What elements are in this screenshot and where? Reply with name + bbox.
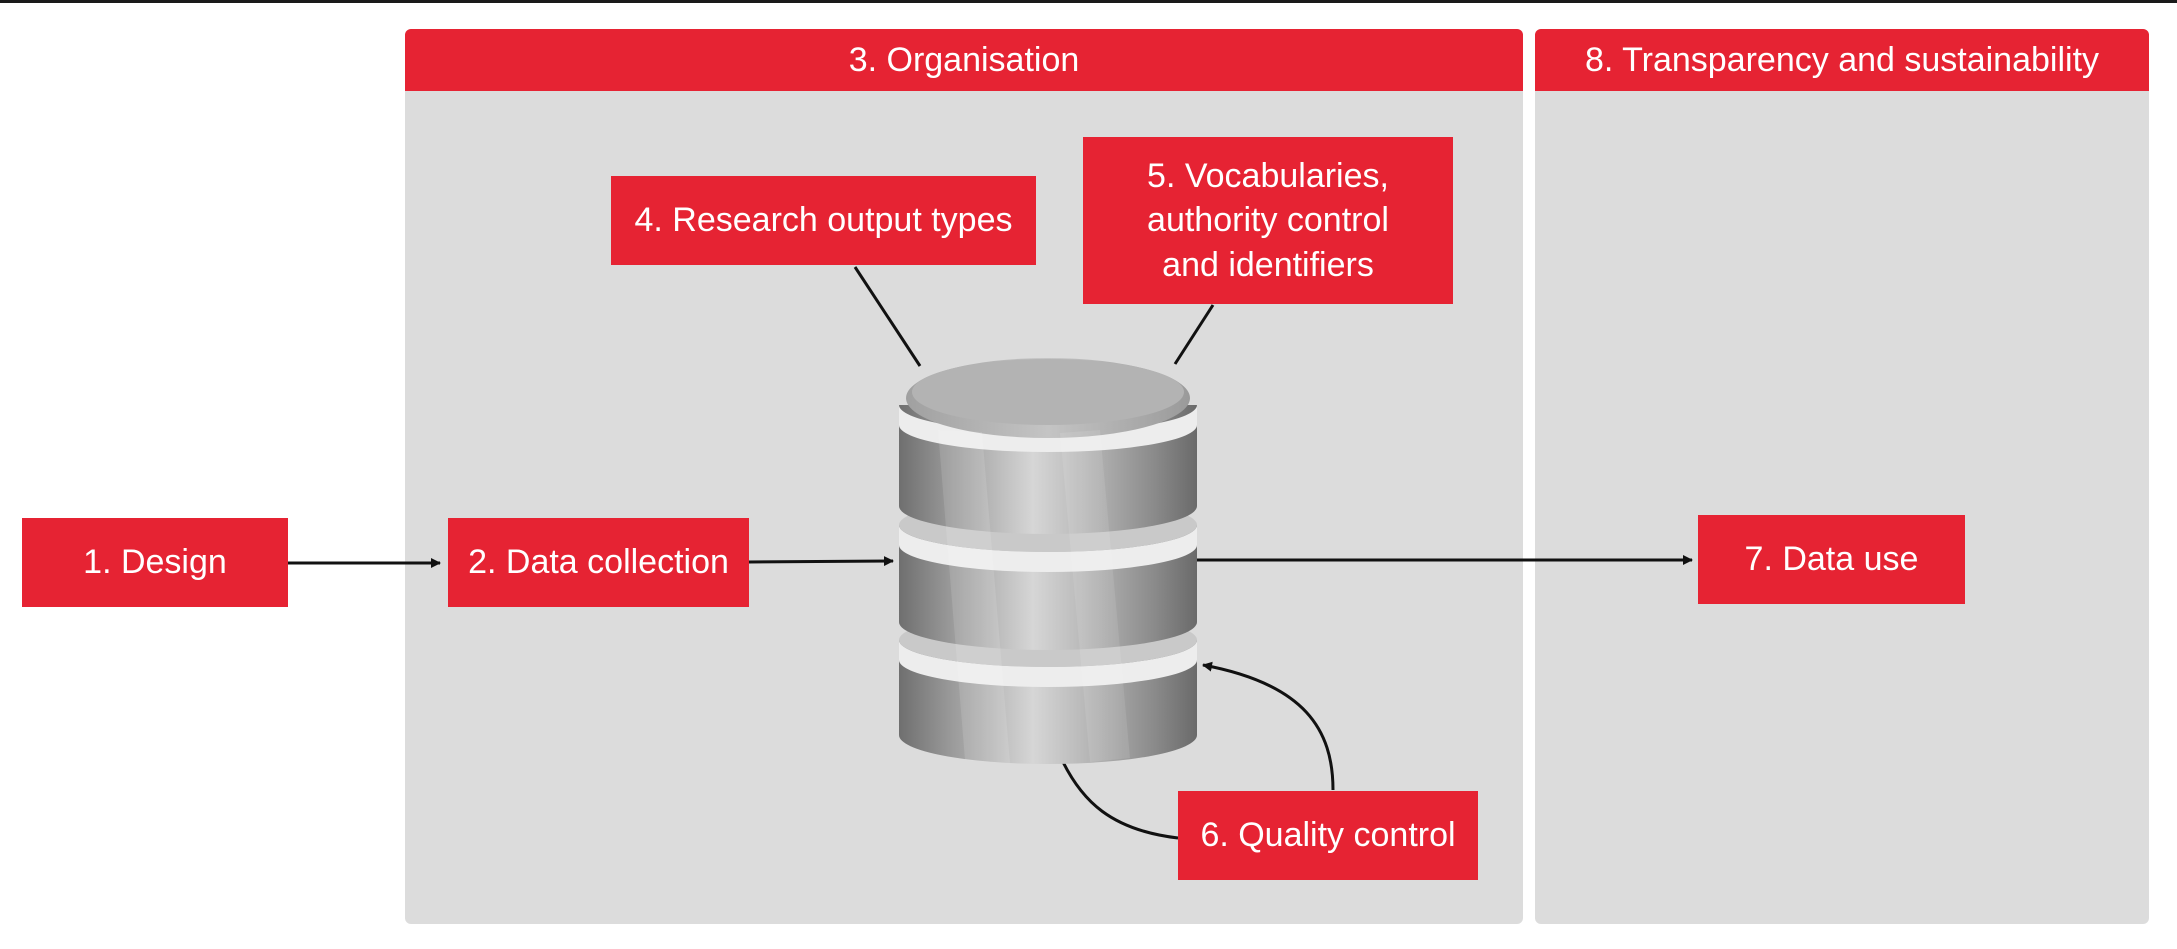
quality-control-box: 6. Quality control <box>1178 791 1478 880</box>
data-use-box: 7. Data use <box>1698 515 1965 604</box>
research-output-types-box: 4. Research output types <box>611 176 1036 265</box>
vocabularies-box: 5. Vocabularies, authority control and i… <box>1083 137 1453 304</box>
design-box: 1. Design <box>22 518 288 607</box>
arrow-quality-control-to-database <box>1202 661 1335 791</box>
arrow-collection-to-database <box>748 556 894 567</box>
organisation-panel-title: 3. Organisation <box>405 29 1523 91</box>
data-collection-box: 2. Data collection <box>448 518 749 607</box>
transparency-panel: 8. Transparency and sustainability <box>1535 29 2149 924</box>
line-database-to-quality-control <box>1061 761 1179 840</box>
line-research-output-to-database <box>853 266 922 367</box>
line-vocabularies-to-database <box>1173 304 1215 365</box>
transparency-panel-title: 8. Transparency and sustainability <box>1535 29 2149 91</box>
database-icon <box>899 358 1197 764</box>
top-border-line <box>0 0 2177 3</box>
